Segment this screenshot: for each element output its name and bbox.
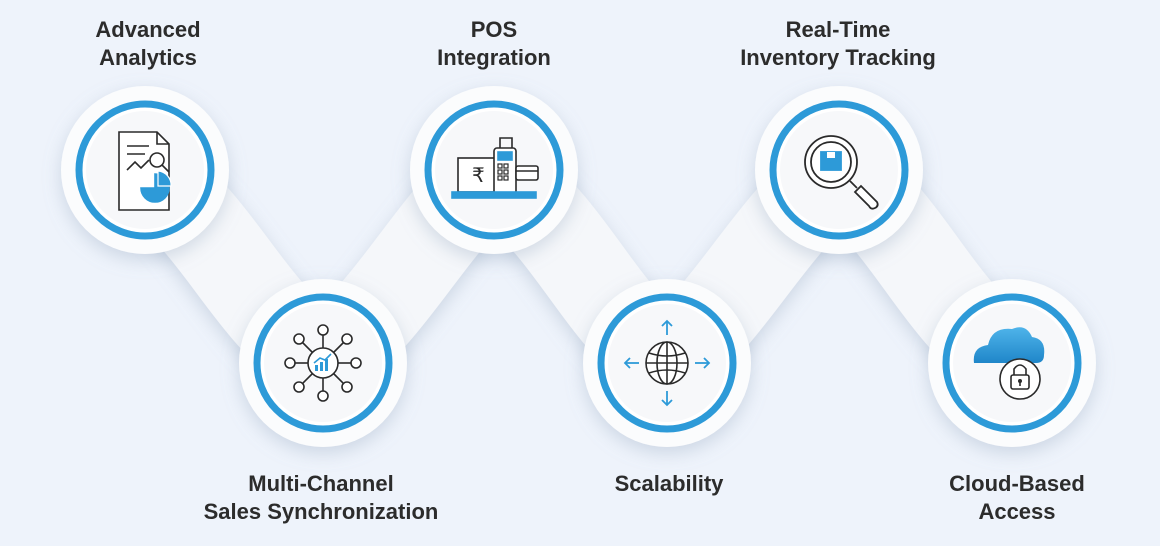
currency-symbol: ₹: [472, 163, 485, 187]
label-line: Real-Time: [785, 17, 891, 42]
label-line: Multi-Channel: [248, 471, 394, 496]
network-chart-icon: [284, 324, 362, 402]
label-multi-channel: Multi-Channel Sales Synchronization: [204, 470, 439, 526]
report-chart-icon: [118, 131, 172, 211]
cloud-lock-icon: [973, 327, 1045, 400]
node-multi-channel: [239, 279, 407, 447]
label-inventory-tracking: Real-Time Inventory Tracking: [740, 16, 936, 72]
label-scalability: Scalability: [615, 470, 724, 498]
label-line: Sales Synchronization: [203, 499, 439, 524]
magnifier-box-icon: [804, 135, 879, 210]
label-line: Advanced: [95, 17, 201, 42]
label-cloud-access: Cloud-Based Access: [949, 470, 1085, 526]
label-line: Inventory Tracking: [740, 45, 936, 70]
label-advanced-analytics: Advanced Analytics: [95, 16, 200, 72]
globe-arrows-icon: [623, 319, 711, 407]
label-line: POS: [470, 17, 518, 42]
pos-terminal-icon: ₹: [451, 137, 539, 199]
label-line: Access: [978, 499, 1056, 524]
label-line: Scalability: [614, 471, 724, 496]
label-line: Cloud-Based: [949, 471, 1085, 496]
label-line: Analytics: [99, 45, 197, 70]
label-pos-integration: POS Integration: [437, 16, 551, 72]
label-line: Integration: [437, 45, 551, 70]
